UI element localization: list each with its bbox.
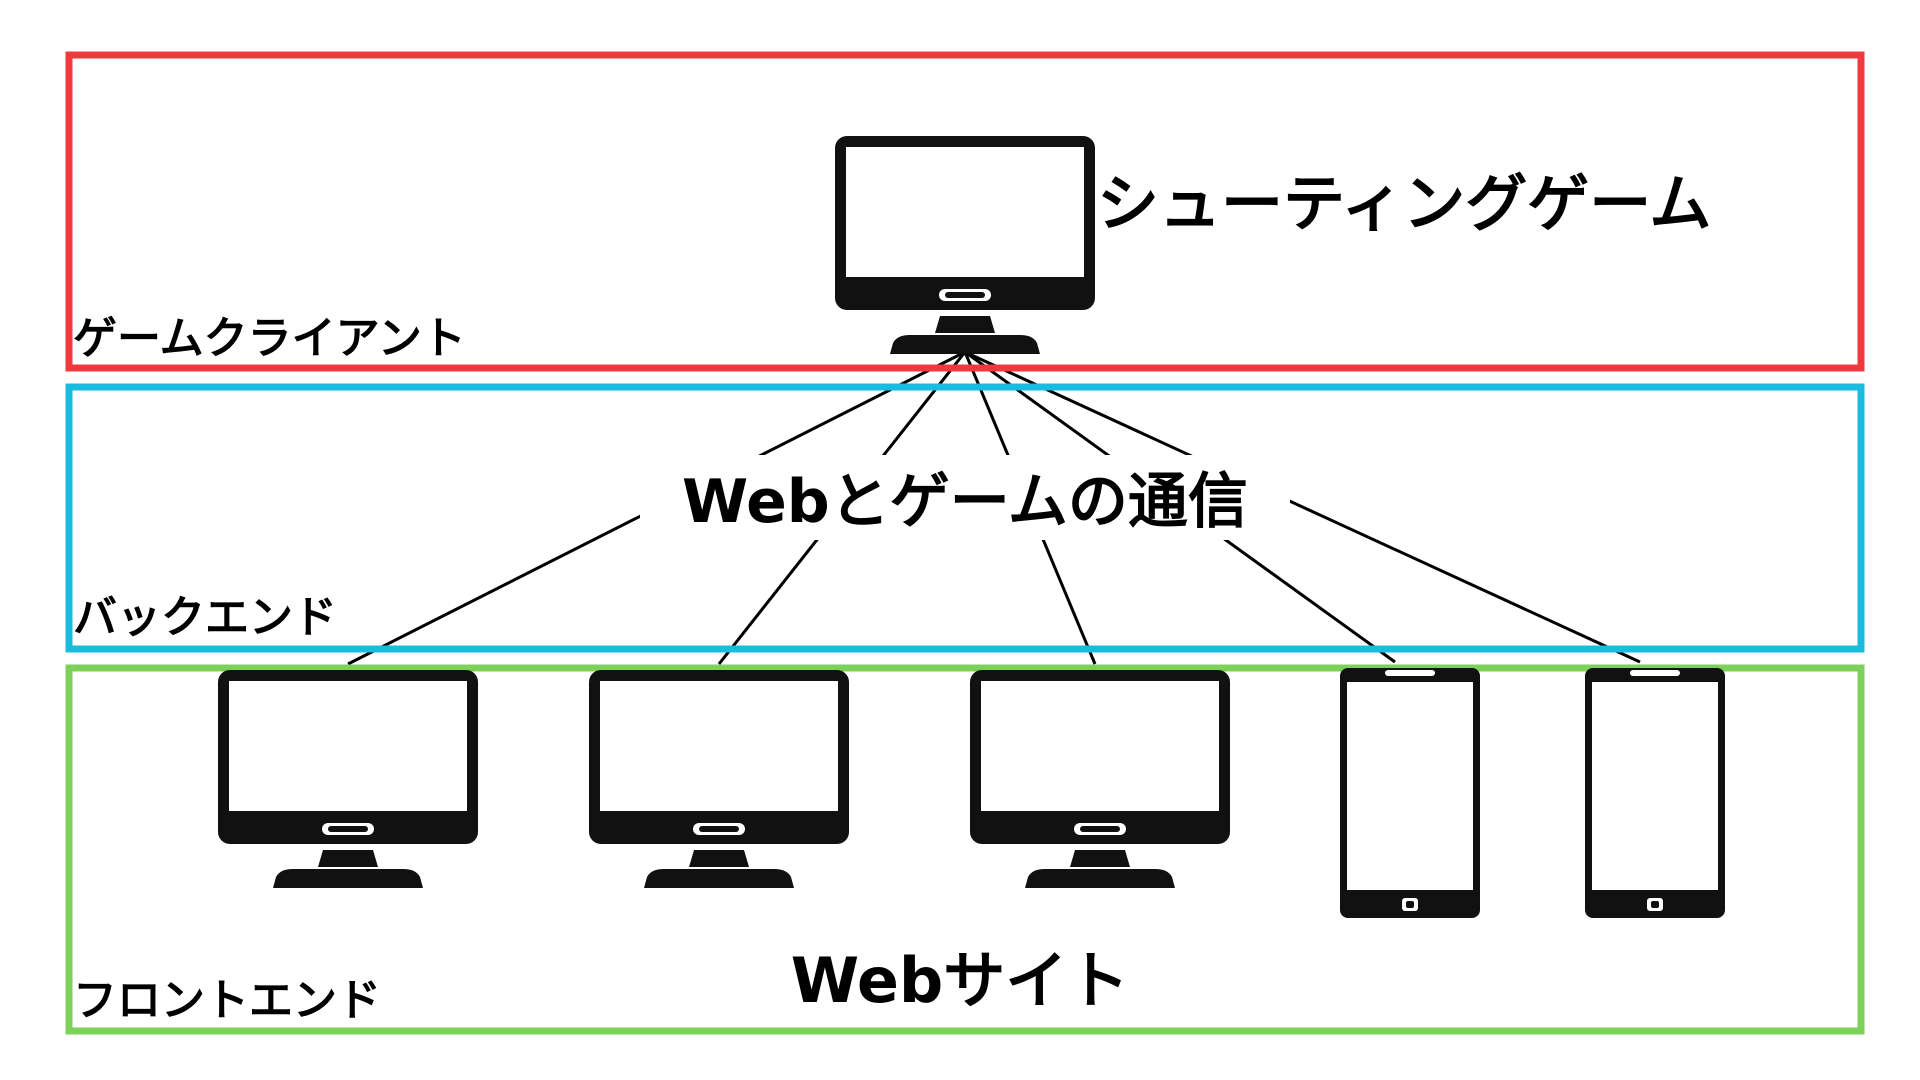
communication-label: Webとゲームの通信 (682, 467, 1248, 537)
backend-layer-box (65, 383, 1865, 653)
smartphone-icon (1585, 668, 1725, 918)
monitor-icon (218, 670, 478, 888)
frontend-layer-label: フロントエンド (73, 975, 381, 1026)
monitor-icon (970, 670, 1230, 888)
game-client-layer-box (65, 51, 1865, 372)
frontend-devices (218, 668, 1725, 918)
website-label: Webサイト (791, 944, 1130, 1017)
smartphone-icon (1340, 668, 1480, 918)
communication-label-background (640, 455, 1290, 540)
connection-line (964, 350, 1641, 664)
frontend-layer-box (65, 664, 1865, 1035)
game-client-layer-label: ゲームクライアント (73, 313, 466, 364)
monitor-icon (589, 670, 849, 888)
backend-layer-label: バックエンド (73, 592, 337, 643)
game-title-label: シューティングゲーム (1097, 167, 1711, 240)
game-client-monitor-icon (835, 136, 1095, 354)
